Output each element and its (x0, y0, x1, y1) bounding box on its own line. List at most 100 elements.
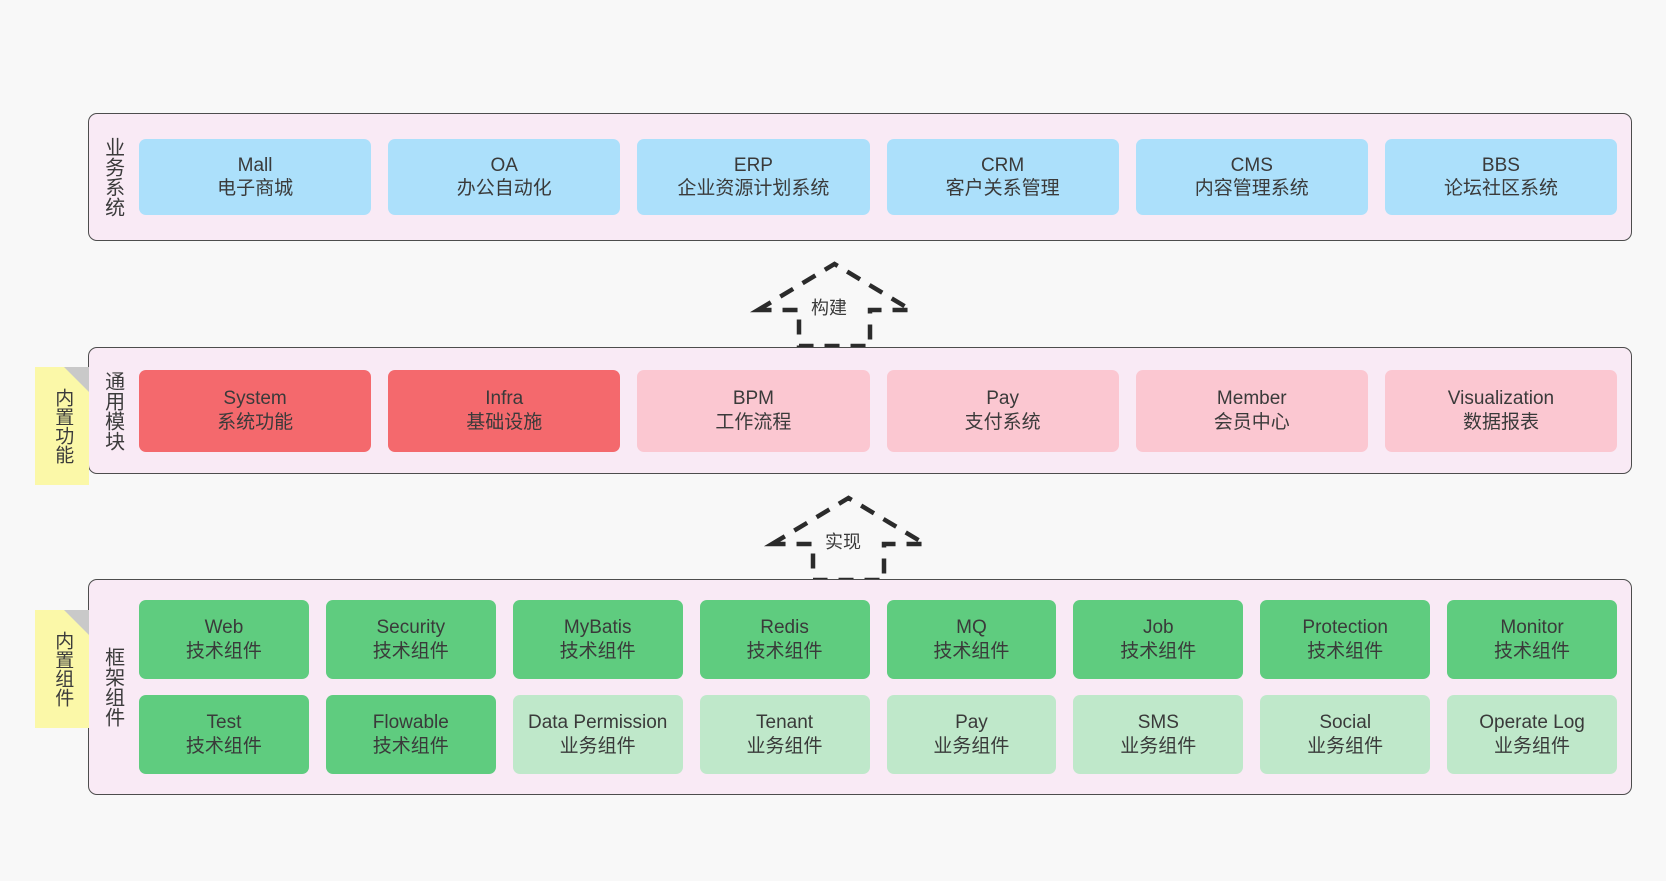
card-subtitle: 技术组件 (1494, 640, 1571, 662)
card-subtitle: 业务组件 (1494, 735, 1571, 757)
card-title: Operate Log (1479, 712, 1585, 734)
card-visualization[interactable]: Visualization 数据报表 (1384, 369, 1618, 452)
card-mq[interactable]: MQ 技术组件 (886, 600, 1057, 679)
card-system[interactable]: System 系统功能 (139, 369, 372, 452)
card-job[interactable]: Job 技术组件 (1073, 600, 1244, 679)
card-title: Security (376, 617, 446, 639)
card-title: BPM (732, 388, 775, 410)
card-subtitle: 电子商城 (217, 178, 294, 199)
card-bpm[interactable]: BPM 工作流程 (637, 369, 870, 452)
card-title: ERP (733, 154, 773, 176)
card-crm[interactable]: CRM 客户关系管理 (886, 139, 1119, 215)
card-row: System 系统功能 Infra 基础设施 BPM 工作流程 Pay 支付系统… (139, 369, 1618, 452)
card-subtitle: 客户关系管理 (945, 178, 1060, 199)
card-title: Web (204, 617, 244, 639)
card-subtitle: 技术组件 (372, 735, 449, 757)
card-redis[interactable]: Redis 技术组件 (699, 600, 870, 679)
card-title: SMS (1137, 712, 1179, 734)
card-title: Redis (760, 617, 809, 639)
card-subtitle: 办公自动化 (456, 178, 552, 199)
card-subtitle: 系统功能 (217, 411, 294, 433)
card-subtitle: 技术组件 (372, 640, 449, 662)
card-mybatis[interactable]: MyBatis 技术组件 (512, 600, 683, 679)
card-oa[interactable]: OA 办公自动化 (388, 139, 621, 215)
card-test[interactable]: Test 技术组件 (139, 695, 309, 774)
card-subtitle: 技术组件 (1120, 640, 1197, 662)
layer-framework-components: 框架组件 Web 技术组件 Security 技术组件 MyBatis 技术组件… (88, 579, 1632, 795)
card-protection[interactable]: Protection 技术组件 (1260, 600, 1431, 679)
card-title: Pay (955, 712, 988, 734)
card-pay[interactable]: Pay 支付系统 (886, 369, 1119, 452)
card-subtitle: 技术组件 (185, 640, 262, 662)
card-title: Pay (986, 388, 1019, 410)
card-subtitle: 数据报表 (1462, 411, 1539, 433)
card-infra[interactable]: Infra 基础设施 (388, 369, 621, 452)
layer-body-business-system: Mall 电子商城 OA 办公自动化 ERP 企业资源计划系统 CRM 客户关系… (135, 114, 1631, 240)
card-tenant[interactable]: Tenant 业务组件 (699, 695, 870, 774)
card-subtitle: 技术组件 (746, 640, 823, 662)
card-title: CRM (980, 154, 1025, 176)
card-operate-log[interactable]: Operate Log 业务组件 (1447, 695, 1617, 774)
card-title: MyBatis (563, 617, 632, 639)
sticky-note-label: 内置功能 (52, 388, 74, 464)
card-subtitle: 内容管理系统 (1194, 178, 1309, 199)
card-title: Flowable (372, 712, 449, 734)
sticky-note-builtin-component: 内置组件 (35, 610, 89, 728)
card-security[interactable]: Security 技术组件 (325, 600, 496, 679)
card-subtitle: 技术组件 (1307, 640, 1384, 662)
layer-label-common-modules: 通用模块 (101, 370, 124, 451)
card-subtitle: 业务组件 (1307, 735, 1384, 757)
card-title: MQ (956, 617, 987, 639)
card-web[interactable]: Web 技术组件 (139, 600, 309, 679)
card-row: Mall 电子商城 OA 办公自动化 ERP 企业资源计划系统 CRM 客户关系… (139, 139, 1618, 215)
card-title: Social (1319, 712, 1372, 734)
page-fold-icon (64, 610, 89, 635)
card-title: Infra (485, 388, 524, 410)
card-title: System (223, 388, 287, 410)
card-title: Protection (1302, 617, 1388, 639)
card-subtitle: 论坛社区系统 (1443, 178, 1558, 199)
arrow-implement-label: 实现 (825, 532, 861, 552)
card-title: Tenant (756, 712, 814, 734)
dashed-up-arrow-icon (763, 495, 934, 583)
card-mall[interactable]: Mall 电子商城 (139, 139, 372, 215)
layer-common-modules: 通用模块 System 系统功能 Infra 基础设施 BPM 工作流程 Pay… (88, 347, 1632, 474)
card-subtitle: 业务组件 (933, 735, 1010, 757)
card-subtitle: 技术组件 (933, 640, 1010, 662)
sticky-note-label: 内置组件 (52, 631, 74, 707)
card-title: Test (206, 712, 242, 734)
card-data-permission[interactable]: Data Permission 业务组件 (512, 695, 683, 774)
page-fold-icon (64, 367, 89, 392)
card-title: Mall (237, 154, 273, 176)
card-subtitle: 业务组件 (559, 735, 636, 757)
card-subtitle: 技术组件 (185, 735, 262, 757)
card-bbs[interactable]: BBS 论坛社区系统 (1384, 139, 1618, 215)
arrow-build: 构建 (749, 258, 920, 350)
card-title: OA (490, 154, 518, 176)
card-subtitle: 企业资源计划系统 (677, 178, 830, 199)
layer-business-system: 业务系统 Mall 电子商城 OA 办公自动化 ERP 企业资源计划系统 CRM… (88, 113, 1632, 241)
sticky-note-builtin-function: 内置功能 (35, 367, 89, 485)
card-cms[interactable]: CMS 内容管理系统 (1135, 139, 1368, 215)
card-title: Job (1142, 617, 1174, 639)
dashed-up-arrow-icon (749, 261, 920, 349)
card-title: Monitor (1500, 617, 1564, 639)
card-social[interactable]: Social 业务组件 (1260, 695, 1431, 774)
card-sms[interactable]: SMS 业务组件 (1073, 695, 1244, 774)
layer-label-business-system: 业务系统 (101, 137, 124, 217)
card-member[interactable]: Member 会员中心 (1135, 369, 1368, 452)
layer-label-framework-components: 框架组件 (101, 647, 124, 727)
arrow-implement: 实现 (763, 492, 934, 584)
card-flowable[interactable]: Flowable 技术组件 (325, 695, 496, 774)
card-erp[interactable]: ERP 企业资源计划系统 (637, 139, 870, 215)
arrow-build-label: 构建 (811, 298, 847, 318)
card-subtitle: 业务组件 (746, 735, 823, 757)
card-title: CMS (1230, 154, 1273, 176)
card-title: Visualization (1447, 388, 1555, 410)
card-row: Test 技术组件 Flowable 技术组件 Data Permission … (139, 695, 1617, 774)
card-monitor[interactable]: Monitor 技术组件 (1447, 600, 1617, 679)
card-pay-business[interactable]: Pay 业务组件 (886, 695, 1057, 774)
card-subtitle: 会员中心 (1213, 411, 1290, 433)
card-subtitle: 工作流程 (715, 411, 792, 433)
